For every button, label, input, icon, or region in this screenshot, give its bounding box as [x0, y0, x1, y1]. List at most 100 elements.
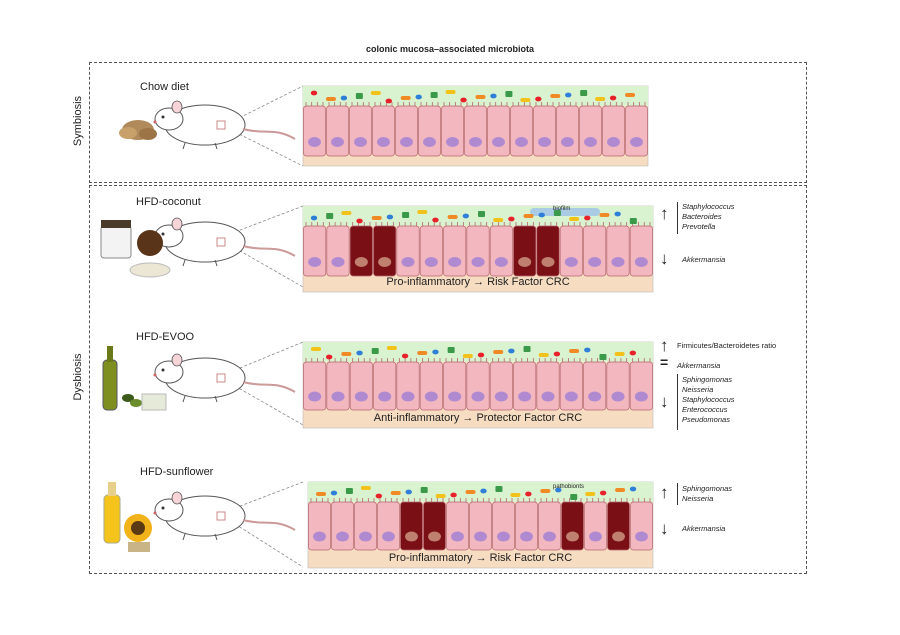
undefined [382, 531, 395, 542]
undefined [377, 137, 390, 147]
bacteria-name: Neisseria [682, 494, 714, 503]
undefined [471, 257, 485, 267]
bracket-coconut-up [677, 202, 678, 234]
bacteria-name: Prevotella [682, 222, 716, 231]
diet-label-sunflower: HFD-sunflower [140, 466, 214, 478]
undefined [466, 361, 490, 411]
undefined [360, 486, 371, 490]
mouse-icon [152, 100, 296, 150]
undefined [396, 361, 420, 411]
undefined [629, 225, 653, 277]
down-arrow-icon: ↓ [660, 392, 669, 411]
undefined [579, 105, 602, 157]
undefined [520, 98, 531, 102]
undefined [345, 488, 353, 494]
undefined [395, 105, 418, 157]
undefined [419, 225, 443, 277]
undefined [310, 90, 318, 96]
sunflower-down-bacteria: Akkermansia [682, 524, 726, 533]
undefined [460, 97, 467, 103]
bracket-evoo-down [677, 374, 678, 430]
undefined [303, 225, 327, 277]
undefined [354, 391, 368, 402]
diet-label-chow: Chow diet [140, 81, 189, 93]
undefined [418, 105, 441, 157]
undefined [386, 346, 397, 350]
undefined [559, 225, 583, 277]
undefined [308, 501, 331, 551]
undefined [330, 490, 338, 496]
undefined [629, 361, 653, 411]
evoo-up-ratio: Firmicutes/Bacteroidetes ratio [677, 341, 777, 350]
undefined [354, 257, 368, 267]
undefined [325, 97, 336, 101]
undefined [396, 225, 420, 277]
undefined [354, 137, 367, 147]
coconut-down-bacteria: Akkermansia [682, 255, 726, 264]
undefined [428, 531, 441, 542]
undefined [520, 531, 533, 542]
undefined [611, 257, 625, 267]
undefined [629, 350, 637, 356]
coconut-icon [129, 230, 171, 278]
chow-pellets-icon [119, 120, 157, 140]
undefined [474, 531, 487, 542]
undefined [612, 531, 625, 542]
undefined [492, 137, 505, 147]
undefined [326, 105, 349, 157]
up-arrow-icon: ↑ [660, 204, 669, 223]
bacteria-name: Staphylococcus [682, 395, 735, 404]
undefined [349, 225, 373, 277]
undefined [466, 225, 490, 277]
undefined [629, 486, 637, 492]
undefined [564, 257, 578, 267]
undefined [580, 90, 588, 96]
undefined [634, 391, 648, 402]
undefined [607, 137, 620, 147]
undefined [525, 491, 532, 497]
undefined [541, 391, 555, 402]
undefined [490, 93, 497, 99]
undefined [630, 137, 643, 147]
undefined [588, 391, 602, 402]
undefined [494, 391, 508, 402]
undefined [569, 349, 580, 353]
undefined [550, 94, 561, 98]
up-arrow-icon: ↑ [660, 336, 669, 355]
undefined [373, 225, 397, 277]
undefined [477, 352, 485, 358]
undefined [308, 391, 322, 402]
undefined [536, 225, 560, 277]
undefined [326, 225, 350, 277]
undefined [543, 531, 556, 542]
bacteria-name: Sphingomonas [682, 484, 733, 493]
undefined [465, 490, 476, 494]
undefined [475, 95, 486, 99]
undefined [423, 501, 446, 551]
undefined [370, 91, 381, 95]
undefined [435, 494, 446, 498]
bacteria-name: Sphingomonas [682, 375, 733, 384]
undefined [584, 215, 591, 221]
undefined [584, 137, 597, 147]
mouse-icon [152, 217, 296, 267]
undefined [553, 210, 561, 216]
undefined [354, 501, 377, 551]
undefined [556, 105, 579, 157]
undefined [316, 492, 326, 496]
undefined [303, 361, 327, 411]
undefined [513, 361, 537, 411]
undefined [540, 489, 551, 493]
down-arrow-icon: ↓ [660, 249, 669, 268]
sunflower-up-list: Sphingomonas Neisseria [682, 484, 732, 504]
evoo-down-list: Sphingomonas Neisseria Staphylococcus En… [682, 375, 735, 425]
undefined [446, 137, 459, 147]
undefined [311, 347, 321, 351]
undefined [523, 346, 531, 352]
undefined [569, 217, 580, 221]
figure-title: colonic mucosa–associated microbiota [365, 44, 535, 54]
undefined [401, 391, 415, 402]
undefined [585, 492, 596, 496]
undefined [401, 353, 409, 359]
undefined [443, 361, 467, 411]
